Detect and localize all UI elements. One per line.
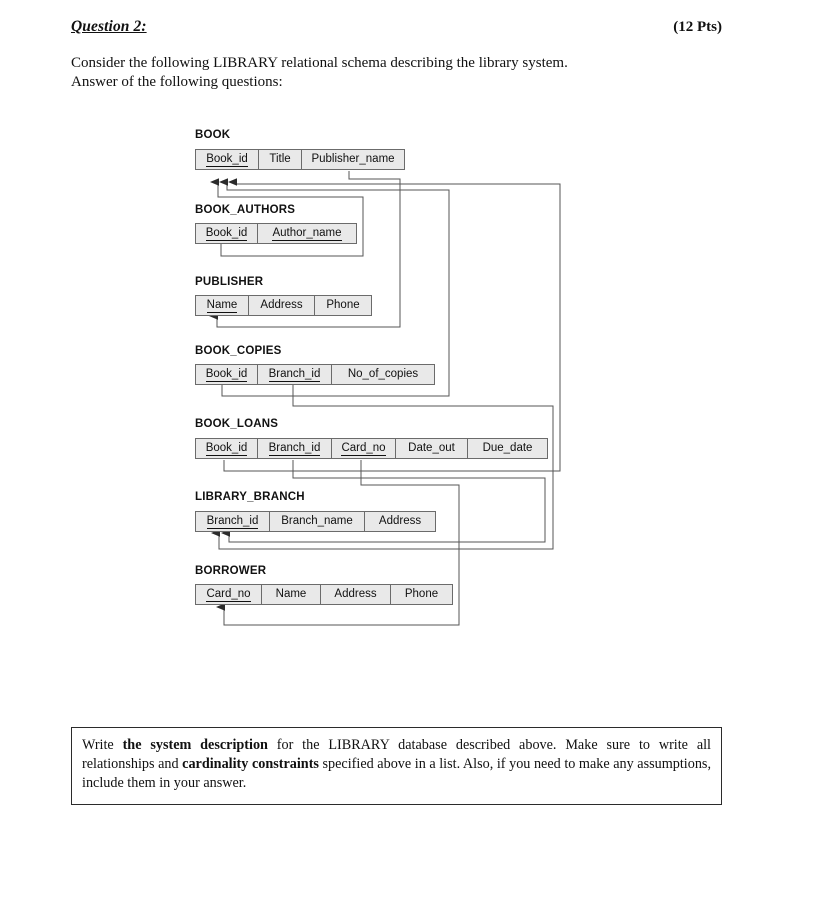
table-title-book-authors: BOOK_AUTHORS <box>195 204 296 216</box>
table-title-borrower: BORROWER <box>195 565 267 577</box>
column-borrower-name: Name <box>262 585 321 604</box>
table-book-authors: Book_id Author_name <box>195 223 357 244</box>
column-publisher-address: Address <box>249 296 315 315</box>
column-bookcopies-branch-id: Branch_id <box>258 365 332 384</box>
instruction-bold-1: the system description <box>122 737 268 753</box>
intro-paragraph: Consider the following LIBRARY relationa… <box>71 54 731 92</box>
fk-line-bookauthors-book <box>210 178 364 257</box>
table-book-copies: Book_id Branch_id No_of_copies <box>195 364 435 385</box>
column-borrower-address: Address <box>321 585 391 604</box>
column-publisher-name: Name <box>196 296 249 315</box>
points-badge: (12 Pts) <box>673 19 722 35</box>
table-title-library-branch: LIBRARY_BRANCH <box>195 491 305 503</box>
column-book-title: Title <box>259 150 302 169</box>
instruction-seg-2: for the LIBRARY database described above… <box>82 737 711 772</box>
table-book: Book_id Title Publisher_name <box>195 149 405 170</box>
column-librarybranch-address: Address <box>365 512 435 531</box>
table-book-loans: Book_id Branch_id Card_no Date_out Due_d… <box>195 438 548 459</box>
column-publisher-phone: Phone <box>315 296 371 315</box>
question-header: Question 2: (12 Pts) <box>71 18 722 36</box>
instruction-seg-1: Write <box>82 737 123 753</box>
column-borrower-phone: Phone <box>391 585 452 604</box>
instruction-box: Write the system description for the LIB… <box>71 727 722 805</box>
table-title-book: BOOK <box>195 129 231 141</box>
column-book-publisher-name: Publisher_name <box>302 150 404 169</box>
column-bookloans-book-id: Book_id <box>196 439 258 458</box>
column-librarybranch-branch-name: Branch_name <box>270 512 365 531</box>
instruction-seg-3: specified above in a list. Also, if you … <box>82 756 711 791</box>
table-title-book-copies: BOOK_COPIES <box>195 345 282 357</box>
table-publisher: Name Address Phone <box>195 295 372 316</box>
column-bookauthors-author-name: Author_name <box>258 224 356 243</box>
column-book-book-id: Book_id <box>196 150 259 169</box>
column-bookloans-branch-id: Branch_id <box>258 439 332 458</box>
table-library-branch: Branch_id Branch_name Address <box>195 511 436 532</box>
instruction-bold-2: cardinality constraints <box>182 756 319 772</box>
page-title: Question 2: <box>71 18 147 35</box>
column-bookcopies-no-of-copies: No_of_copies <box>332 365 434 384</box>
intro-line-2: Answer of the following questions: <box>71 74 283 90</box>
column-librarybranch-branch-id: Branch_id <box>196 512 270 531</box>
column-bookcopies-book-id: Book_id <box>196 365 258 384</box>
column-bookloans-due-date: Due_date <box>468 439 547 458</box>
column-bookauthors-book-id: Book_id <box>196 224 258 243</box>
table-title-book-loans: BOOK_LOANS <box>195 418 279 430</box>
intro-line-1: Consider the following LIBRARY relationa… <box>71 55 568 71</box>
table-title-publisher: PUBLISHER <box>195 276 264 288</box>
column-bookloans-card-no: Card_no <box>332 439 396 458</box>
table-borrower: Card_no Name Address Phone <box>195 584 453 605</box>
column-bookloans-date-out: Date_out <box>396 439 468 458</box>
column-borrower-card-no: Card_no <box>196 585 262 604</box>
